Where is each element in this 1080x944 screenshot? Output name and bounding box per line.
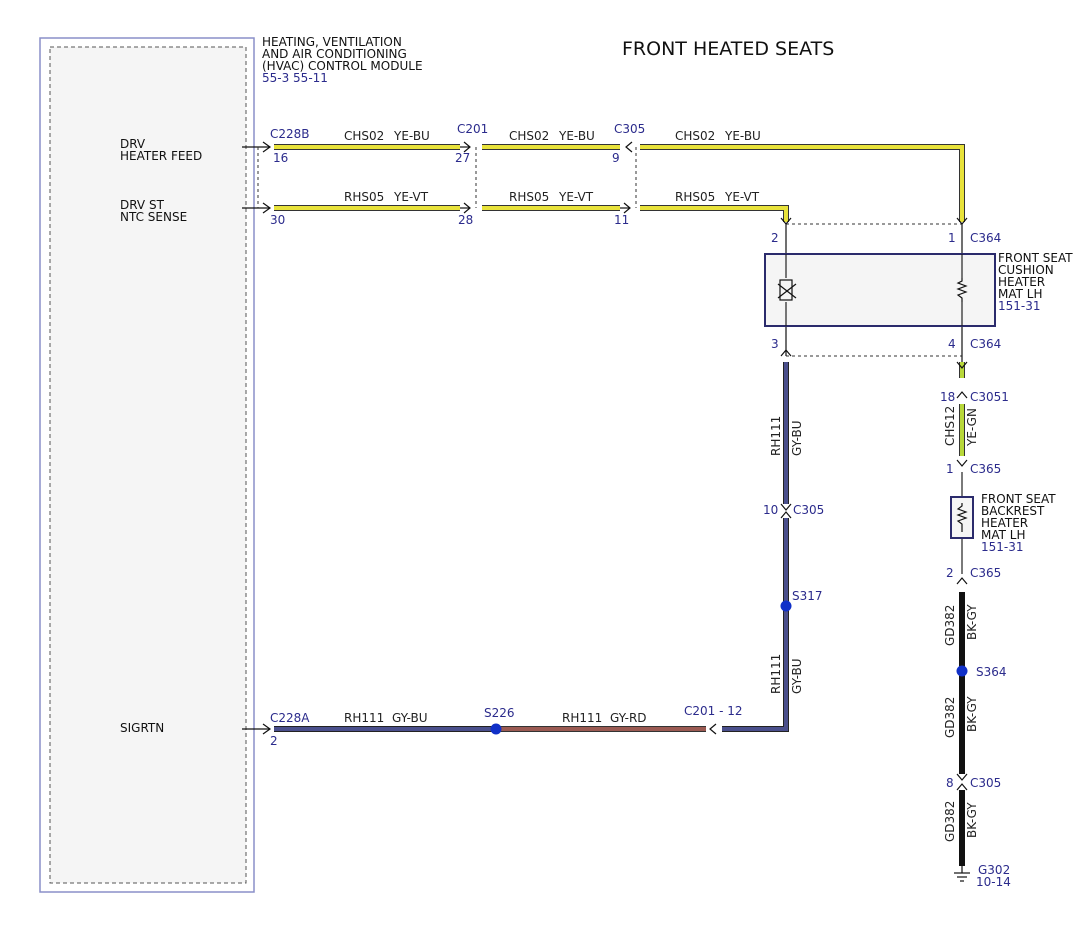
pin-10: 10	[763, 503, 778, 517]
wire-label-rhs05-3: RHS05	[675, 190, 715, 204]
pin-16: 16	[273, 151, 288, 165]
wire-label-gd382-2: GD382	[943, 697, 957, 738]
pin-9: 9	[612, 151, 620, 165]
wire-color-gy-bu-upper: GY-BU	[790, 420, 804, 456]
pin-4-seat: 4	[948, 337, 956, 351]
wire-rhs05	[274, 205, 789, 222]
wire-color-bk-gy-2: BK-GY	[965, 696, 979, 732]
wire-color-ye-vt-2: YE-VT	[558, 190, 594, 204]
cushion-heater-mat	[764, 253, 996, 327]
module-refs: 55-3 55-11	[262, 71, 328, 85]
wire-label-gd382-3: GD382	[943, 801, 957, 842]
wire-label-chs02-2: CHS02	[509, 129, 549, 143]
wire-rh111-return	[722, 362, 789, 732]
pin-2-module: 2	[270, 734, 278, 748]
wire-color-gy-rd: GY-RD	[610, 711, 647, 725]
pin-11: 11	[614, 213, 629, 227]
backrest-ref: 151-31	[981, 540, 1024, 554]
pin-2-backrest: 2	[946, 566, 954, 580]
wire-label-rhs05-1: RHS05	[344, 190, 384, 204]
pin-30: 30	[270, 213, 285, 227]
heater-element-icon	[956, 278, 968, 302]
diagram-title: FRONT HEATED SEATS	[622, 38, 834, 60]
connector-c201-12: C201 - 12	[684, 704, 743, 718]
connector-c364-bottom: C364	[970, 337, 1001, 351]
connector-c365-bottom: C365	[970, 566, 1001, 580]
pin-2-seat: 2	[771, 231, 779, 245]
splice-s317	[780, 600, 792, 612]
splice-label-s317: S317	[792, 589, 823, 603]
connector-c305-top: C305	[614, 122, 645, 136]
pin-18: 18	[940, 390, 955, 404]
backrest-label-line-3: HEATER	[981, 516, 1028, 530]
pin-1-backrest: 1	[946, 462, 954, 476]
wire-label-chs12: CHS12	[943, 406, 957, 446]
connector-c364-top: C364	[970, 231, 1001, 245]
connector-c201-top: C201	[457, 122, 488, 136]
signal-ntc-sense: NTC SENSE	[120, 210, 187, 224]
wire-label-rh111-mid: RH111	[562, 711, 602, 725]
wire-chs02	[274, 144, 965, 222]
connector-c228a: C228A	[270, 711, 310, 725]
wire-color-gy-bu-bottom: GY-BU	[392, 711, 428, 725]
splice-label-s364: S364	[976, 665, 1007, 679]
signal-heater-feed: HEATER FEED	[120, 149, 202, 163]
ground-name: G302	[978, 863, 1010, 877]
ntc-thermistor-icon	[777, 279, 797, 301]
cushion-label-line-3: HEATER	[998, 275, 1045, 289]
splice-s226	[490, 723, 502, 735]
module-name-line-1: HEATING, VENTILATION	[262, 35, 402, 49]
connector-c3051: C3051	[970, 390, 1009, 404]
wire-color-ye-vt-1: YE-VT	[393, 190, 429, 204]
module-name-line-2: AND AIR CONDITIONING	[262, 47, 407, 61]
wire-color-ye-bu-2: YE-BU	[558, 129, 595, 143]
connector-boundaries	[257, 147, 962, 357]
connector-c365-top: C365	[970, 462, 1001, 476]
hvac-control-module	[39, 37, 255, 893]
wire-label-rh111-lower: RH111	[769, 654, 783, 694]
cushion-label-line-2: CUSHION	[998, 263, 1054, 277]
wire-color-bk-gy-3: BK-GY	[965, 802, 979, 838]
connector-c305-mid: C305	[793, 503, 824, 517]
cushion-ref: 151-31	[998, 299, 1041, 313]
ground-icon	[954, 866, 970, 882]
backrest-label-line-2: BACKREST	[981, 504, 1045, 518]
connector-arrows	[460, 141, 968, 791]
splice-s364	[956, 665, 968, 677]
wire-label-gd382-1: GD382	[943, 605, 957, 646]
cushion-label-line-4: MAT LH	[998, 287, 1042, 301]
signal-drv-line-1: DRV	[120, 137, 146, 151]
ground-ref: 10-14	[976, 875, 1011, 889]
wire-color-ye-gn: YE-GN	[965, 408, 979, 447]
pin-28: 28	[458, 213, 473, 227]
connector-c228b: C228B	[270, 127, 310, 141]
pin-3-seat: 3	[771, 337, 779, 351]
backrest-label-line-4: MAT LH	[981, 528, 1025, 542]
cushion-label-line-1: FRONT SEAT	[998, 251, 1073, 265]
module-name-line-3: (HVAC) CONTROL MODULE	[262, 59, 423, 73]
connector-c305-right: C305	[970, 776, 1001, 790]
wire-color-ye-vt-3: YE-VT	[724, 190, 760, 204]
signal-drv-st: DRV ST	[120, 198, 165, 212]
backrest-label-line-1: FRONT SEAT	[981, 492, 1056, 506]
wire-label-rh111-bottom: RH111	[344, 711, 384, 725]
wire-color-ye-bu-3: YE-BU	[724, 129, 761, 143]
backrest-heater-element-icon	[956, 503, 968, 532]
wire-color-gy-bu-lower: GY-BU	[790, 658, 804, 694]
module-pin-arrows	[242, 141, 272, 735]
wire-label-chs02-1: CHS02	[344, 129, 384, 143]
wire-color-bk-gy-1: BK-GY	[965, 604, 979, 640]
wire-color-ye-bu-1: YE-BU	[393, 129, 430, 143]
wire-label-chs02-3: CHS02	[675, 129, 715, 143]
pin-27: 27	[455, 151, 470, 165]
pin-1-seat: 1	[948, 231, 956, 245]
backrest-heater-mat	[950, 496, 974, 539]
splice-label-s226: S226	[484, 706, 515, 720]
wire-label-rh111-upper: RH111	[769, 416, 783, 456]
pin-8: 8	[946, 776, 954, 790]
signal-sigrtn: SIGRTN	[120, 721, 164, 735]
wire-label-rhs05-2: RHS05	[509, 190, 549, 204]
